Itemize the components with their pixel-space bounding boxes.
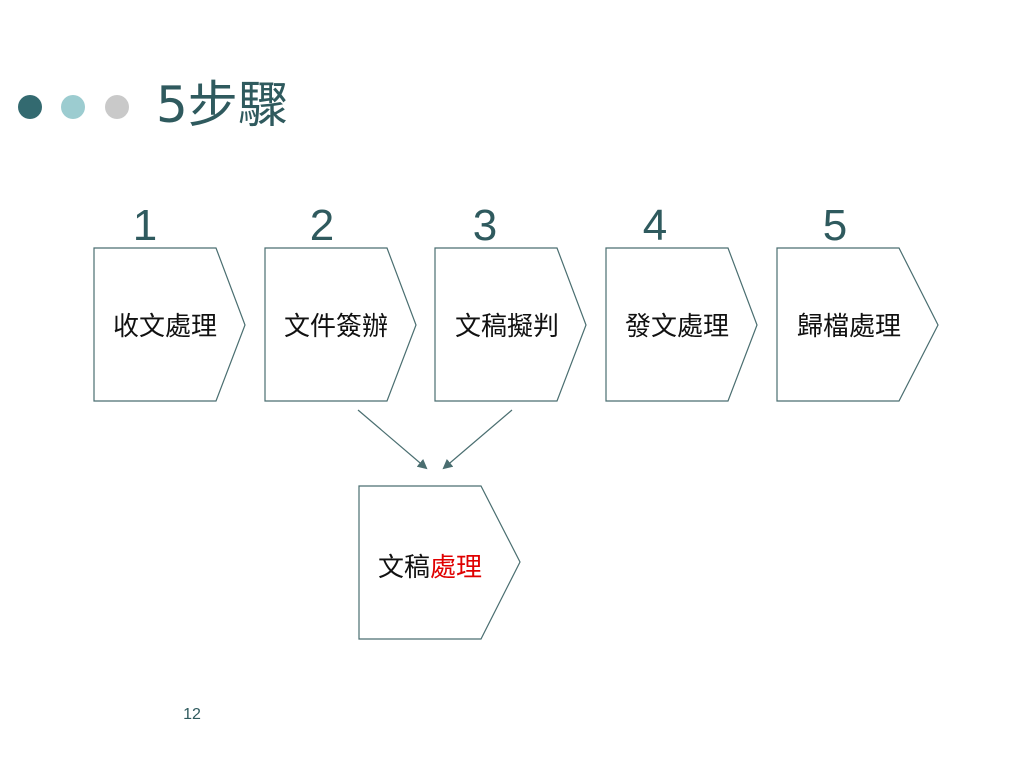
bullet-dot-light xyxy=(105,95,129,119)
connector-arrow-right xyxy=(442,409,513,470)
step-number-4: 4 xyxy=(642,201,668,250)
step-box-3: 文稿擬判 xyxy=(434,247,587,402)
step-number-3: 3 xyxy=(472,201,498,250)
bullet-dot-mid xyxy=(61,95,85,119)
step-label-4: 發文處理 xyxy=(625,312,729,342)
step-number-5: 5 xyxy=(822,201,848,250)
bullet-dot-dark xyxy=(18,95,42,119)
step-label-2: 文件簽辦 xyxy=(284,312,388,342)
sub-step-label-highlight: 處理 xyxy=(430,553,482,583)
step-box-5: 歸檔處理 xyxy=(776,247,939,402)
step-box-1: 收文處理 xyxy=(93,247,246,402)
slide-title: 5步驟 xyxy=(156,76,288,134)
step-label-1: 收文處理 xyxy=(113,312,217,342)
connector-arrow-left xyxy=(357,409,428,470)
step-label-3: 文稿擬判 xyxy=(455,312,559,342)
sub-step-label: 文稿處理 xyxy=(378,553,482,583)
step-number-2: 2 xyxy=(309,201,335,250)
page-number: 12 xyxy=(183,706,201,723)
sub-step-box: 文稿處理 xyxy=(358,485,521,640)
step-label-5: 歸檔處理 xyxy=(797,312,901,342)
sub-step-label-prefix: 文稿 xyxy=(378,553,430,583)
step-number-1: 1 xyxy=(132,201,158,250)
step-box-2: 文件簽辦 xyxy=(264,247,417,402)
step-box-4: 發文處理 xyxy=(605,247,758,402)
